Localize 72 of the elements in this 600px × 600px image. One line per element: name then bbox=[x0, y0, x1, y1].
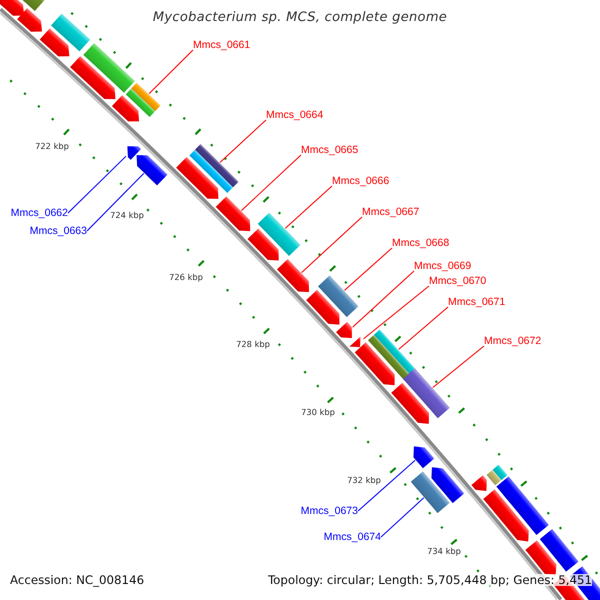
gene-feature bbox=[276, 259, 309, 292]
position-label: 724 kbp bbox=[110, 210, 144, 220]
leader-line bbox=[432, 346, 484, 388]
leader-line bbox=[301, 216, 362, 274]
gene-feature bbox=[0, 0, 24, 16]
gene-block bbox=[496, 476, 549, 536]
gene-feature bbox=[471, 475, 487, 492]
gene-label: Mmcs_0666 bbox=[332, 175, 390, 187]
gene-feature bbox=[413, 446, 434, 468]
gene-feature bbox=[336, 322, 352, 338]
leader-line bbox=[240, 154, 302, 212]
genome-summary: Topology: circular; Length: 5,705,448 bp; Genes: 5,451 bbox=[268, 574, 592, 586]
gene-label: Mmcs_0668 bbox=[392, 237, 450, 249]
gene-label: Mmcs_0661 bbox=[193, 39, 250, 51]
gene-block bbox=[402, 368, 450, 418]
leader-line bbox=[380, 497, 424, 538]
gene-block bbox=[486, 464, 508, 486]
position-label: 728 kbp bbox=[236, 339, 270, 349]
gene-label: Mmcs_0667 bbox=[362, 206, 420, 218]
gene-feature bbox=[127, 146, 142, 160]
gene-label: Mmcs_0664 bbox=[266, 109, 324, 121]
gene-feature bbox=[70, 56, 116, 100]
gene-label: Mmcs_0662 bbox=[10, 207, 68, 219]
gene-block bbox=[258, 212, 301, 256]
gene-feature bbox=[354, 342, 395, 386]
gene-feature bbox=[483, 489, 529, 542]
gene-feature bbox=[349, 336, 360, 348]
gene-block bbox=[22, 0, 45, 11]
gene-block bbox=[368, 329, 417, 381]
gene-block bbox=[83, 43, 135, 93]
gene-label: Mmcs_0674 bbox=[324, 531, 381, 543]
leader-line bbox=[148, 50, 194, 94]
gene-block bbox=[50, 14, 90, 52]
gene-feature bbox=[136, 155, 168, 186]
gene-feature bbox=[40, 28, 70, 56]
gene-block bbox=[410, 471, 450, 514]
gene-label: Mmcs_0672 bbox=[484, 335, 542, 347]
map-title: Mycobacterium sp. MCS, complete genome bbox=[152, 12, 448, 24]
gene-feature bbox=[431, 467, 464, 504]
leader-line bbox=[220, 120, 266, 163]
gene-label: Mmcs_0671 bbox=[448, 296, 506, 308]
position-label: 722 kbp bbox=[35, 141, 69, 151]
gene-block bbox=[318, 275, 358, 318]
gene-feature bbox=[525, 540, 556, 576]
leader-line bbox=[68, 156, 127, 214]
gene-feature bbox=[17, 8, 42, 32]
position-label: 732 kbp bbox=[347, 475, 381, 485]
gene-block bbox=[189, 144, 239, 193]
position-label: 726 kbp bbox=[169, 272, 203, 282]
gene-label: Mmcs_0669 bbox=[414, 260, 472, 272]
leader-line bbox=[363, 286, 430, 340]
gene-feature bbox=[391, 382, 430, 424]
gene-label: Mmcs_0663 bbox=[30, 225, 87, 237]
gene-feature bbox=[112, 95, 140, 122]
gene-label: Mmcs_0665 bbox=[301, 144, 358, 156]
gene-label: Mmcs_0670 bbox=[429, 275, 486, 287]
accession-label: Accession: NC_008146 bbox=[10, 574, 144, 586]
gene-feature bbox=[248, 228, 279, 260]
position-label: 734 kbp bbox=[427, 546, 461, 556]
gene-label: Mmcs_0673 bbox=[300, 505, 358, 517]
leader-line bbox=[358, 460, 416, 512]
leader-line bbox=[398, 306, 448, 350]
position-label: 730 kbp bbox=[301, 407, 335, 417]
gene-feature bbox=[306, 290, 340, 325]
leader-line bbox=[86, 172, 144, 232]
leader-line bbox=[352, 270, 414, 328]
gene-feature bbox=[216, 196, 250, 232]
gene-block bbox=[540, 528, 579, 572]
leader-line bbox=[344, 248, 392, 291]
gene-block bbox=[126, 82, 161, 117]
gene-feature bbox=[176, 156, 218, 199]
leader-line bbox=[284, 186, 332, 229]
